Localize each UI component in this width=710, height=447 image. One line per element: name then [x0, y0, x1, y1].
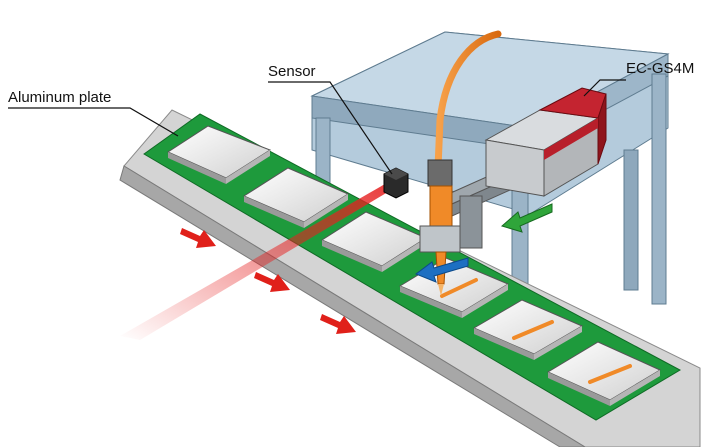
plate-1: [166, 125, 272, 184]
arrow-icon: [180, 228, 216, 248]
callout-lines: [8, 79, 626, 175]
arrow-icon: [320, 314, 356, 334]
aluminum-plates: [166, 125, 662, 406]
cable: [434, 30, 502, 172]
laser-beam: [120, 180, 398, 340]
plate-5: [472, 299, 584, 360]
blue-arrow-icon: [414, 257, 469, 283]
plate-2: [242, 167, 350, 228]
arrow-icon: [254, 272, 290, 292]
motor-unit: [484, 87, 607, 197]
model-label: EC-GS4M: [626, 60, 695, 77]
green-arrow-icon: [500, 203, 553, 233]
laser-sensor-icon: [383, 167, 409, 199]
sensor-label: Sensor: [268, 63, 316, 80]
plate-6: [546, 341, 662, 406]
plate-3: [320, 211, 428, 272]
red-arrows: [180, 228, 356, 334]
aluminum-plate-label: Aluminum plate: [8, 89, 112, 106]
